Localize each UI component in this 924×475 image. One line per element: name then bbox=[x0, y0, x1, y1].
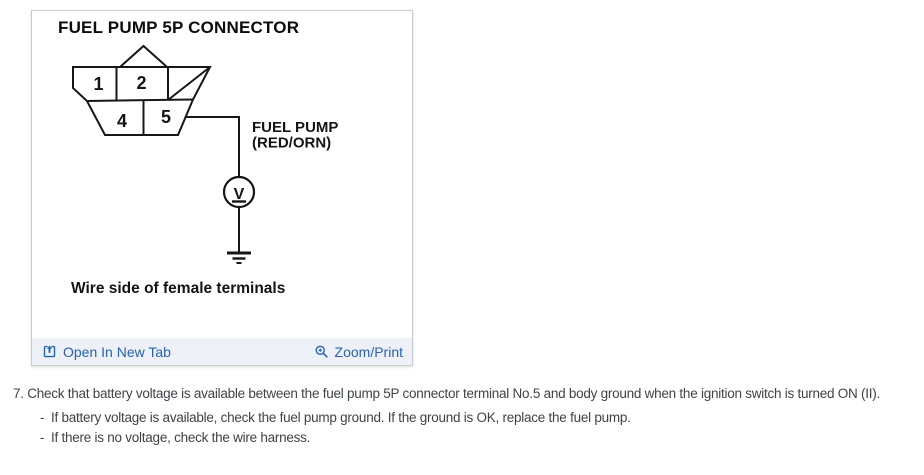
open-in-new-tab-icon bbox=[43, 345, 56, 358]
list-item: - If battery voltage is available, check… bbox=[0, 408, 884, 429]
terminal-5-label: 5 bbox=[161, 107, 171, 127]
terminal-1-label: 1 bbox=[93, 74, 103, 94]
instructions: 7. Check that battery voltage is availab… bbox=[0, 384, 884, 449]
bullet-text: If there is no voltage, check the wire h… bbox=[51, 430, 311, 445]
keyway-hatch bbox=[167, 66, 211, 101]
wire-path bbox=[186, 116, 240, 177]
step-text: 7. Check that battery voltage is availab… bbox=[13, 386, 881, 401]
bullet-marker: - bbox=[40, 430, 45, 445]
wire-label-line1: FUEL PUMP bbox=[252, 119, 338, 136]
diagram-caption: Wire side of female terminals bbox=[71, 280, 285, 297]
wire-label-line2: (RED/ORN) bbox=[252, 135, 331, 152]
bullet-marker: - bbox=[40, 409, 45, 425]
zoom-print-link[interactable]: Zoom/Print bbox=[314, 344, 403, 360]
list-item: - If there is no voltage, check the wire… bbox=[0, 428, 884, 449]
connector-outline bbox=[72, 66, 212, 136]
open-in-new-tab-label: Open In New Tab bbox=[63, 343, 171, 360]
diagram-card: FUEL PUMP 5P CONNECTOR 1 2 4 5 V FUEL PU… bbox=[31, 10, 413, 366]
row-divider bbox=[86, 98, 194, 102]
card-footer: Open In New Tab Zoom/Print bbox=[32, 338, 412, 365]
diagram-title: FUEL PUMP 5P CONNECTOR bbox=[58, 18, 300, 37]
terminal-2-label: 2 bbox=[136, 73, 146, 93]
zoom-print-label: Zoom/Print bbox=[334, 343, 403, 360]
voltmeter-label: V bbox=[234, 186, 245, 203]
open-in-new-tab-link[interactable]: Open In New Tab bbox=[42, 344, 171, 360]
wiring-diagram: 1 2 4 5 V FUEL PUMP (RED/ORN) Wire side … bbox=[71, 44, 338, 297]
zoom-in-icon bbox=[315, 345, 328, 358]
connector-latch-roof bbox=[119, 44, 168, 68]
terminal-4-label: 4 bbox=[117, 111, 127, 131]
bullet-list: - If battery voltage is available, check… bbox=[0, 408, 884, 449]
bullet-text: If battery voltage is available, check t… bbox=[51, 409, 631, 425]
